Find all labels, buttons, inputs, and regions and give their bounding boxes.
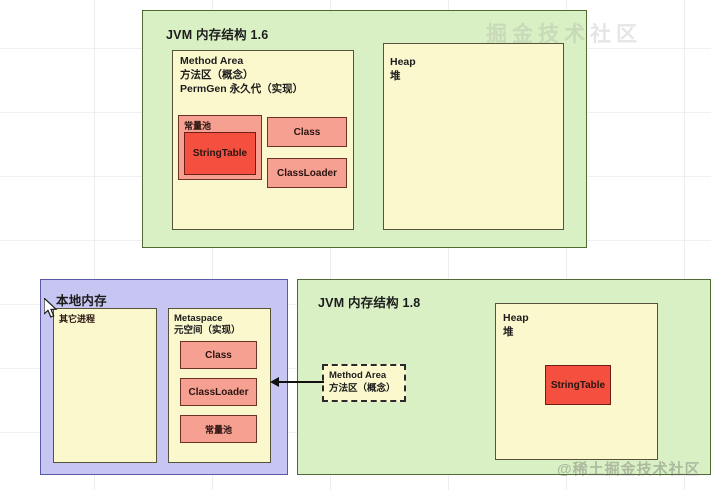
method-area-to-metaspace-arrowhead [270, 377, 279, 387]
other-processes-box: 其它进程 [53, 308, 157, 463]
metaspace-constant-pool-box: 常量池 [180, 415, 257, 443]
metaspace-label-line1: Metaspace [174, 313, 223, 324]
class-box-1-6: Class [267, 117, 347, 147]
jvm-1-6-title: JVM 内存结构 1.6 [166, 28, 269, 42]
metaspace-class-box: Class [180, 341, 257, 369]
classloader-box-label: ClassLoader [276, 167, 338, 179]
heap-box-1-6 [383, 43, 564, 230]
method-area-label-line2: 方法区（概念） [180, 69, 254, 81]
metaspace-classloader-label: ClassLoader [188, 386, 249, 398]
native-memory-title: 本地内存 [56, 294, 107, 308]
jvm-1-8-title: JVM 内存结构 1.8 [318, 296, 421, 310]
metaspace-class-label: Class [205, 349, 232, 361]
method-area-concept-line2: 方法区（概念） [329, 383, 396, 394]
metaspace-label-line2: 元空间（实现） [174, 325, 241, 336]
other-processes-label: 其它进程 [59, 314, 96, 324]
method-area-concept-box-1-8 [322, 364, 406, 402]
method-area-concept-line1: Method Area [329, 370, 387, 381]
heap-label-line1-1-8: Heap [503, 312, 529, 324]
class-box-label: Class [293, 126, 321, 138]
string-table-label-1-8: StringTable [550, 379, 606, 391]
metaspace-constant-pool-label: 常量池 [204, 424, 232, 435]
method-area-label-line3: PermGen 永久代（实现） [180, 83, 304, 95]
method-area-label-line1: Method Area [180, 55, 244, 67]
method-area-to-metaspace-line [278, 381, 324, 383]
string-table-box-1-6: StringTable [184, 132, 256, 175]
metaspace-classloader-box: ClassLoader [180, 378, 257, 406]
classloader-box-1-6: ClassLoader [267, 158, 347, 188]
heap-label-line1-1-6: Heap [390, 56, 416, 68]
heap-label-line2-1-8: 堆 [503, 326, 514, 338]
constant-pool-label: 常量池 [184, 121, 212, 131]
string-table-label: StringTable [192, 148, 248, 159]
string-table-box-1-8: StringTable [545, 365, 611, 405]
heap-label-line2-1-6: 堆 [390, 70, 401, 82]
